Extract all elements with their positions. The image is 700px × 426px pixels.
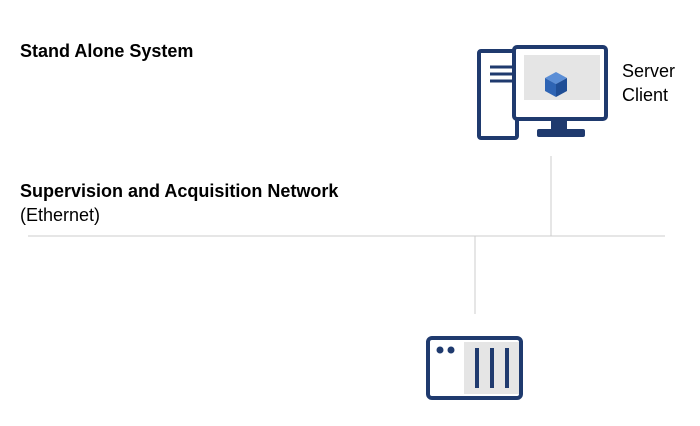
network-sublabel: (Ethernet) (20, 205, 101, 225)
monitor-base (537, 129, 585, 137)
diagram-title: Stand Alone System (20, 41, 194, 61)
server-role-label: Server (622, 61, 676, 81)
cube-logo-icon (545, 72, 567, 97)
device-led (447, 346, 455, 354)
device-led (436, 346, 444, 354)
monitor-neck (551, 119, 567, 129)
computer-icon (477, 45, 608, 140)
client-role-label: Client (622, 85, 669, 105)
acquisition-device-icon (426, 336, 523, 400)
computer-tower (477, 49, 519, 140)
network-label: Supervision and Acquisition Network (20, 181, 339, 201)
